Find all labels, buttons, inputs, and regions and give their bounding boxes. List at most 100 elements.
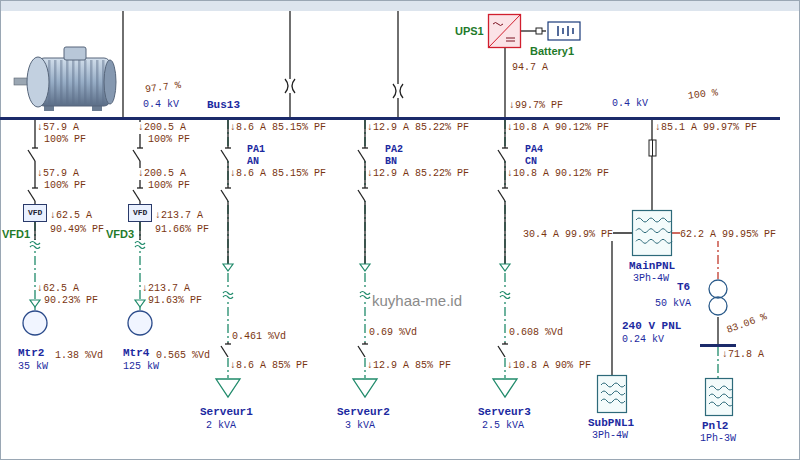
flow-value: ↓99.7% PF: [509, 100, 563, 112]
panel-winding: [709, 386, 733, 390]
cable-symbol: [500, 292, 510, 299]
flow-value: 30.4 A 99.9% PF: [523, 229, 613, 241]
node-label: Mtr4: [123, 347, 149, 360]
switch-contact: [502, 187, 508, 188]
node-label: 2 kVA: [206, 420, 236, 432]
switch-contact: [137, 187, 143, 188]
switch-gap: [224, 146, 232, 161]
device-name: PA1: [247, 144, 265, 156]
flow-value: ↓12.9 A 85.22% PF: [367, 122, 469, 134]
node-label: MainPNL: [629, 260, 675, 273]
load-triangle: [493, 379, 517, 397]
flow-value: ↓10.8 A 90.12% PF: [507, 168, 609, 180]
node-label: Serveur1: [200, 406, 253, 419]
transformer-symbol-outline: [704, 279, 732, 317]
motor-circle: [128, 311, 152, 335]
vfd-box: VFDVFD1: [23, 204, 47, 222]
switch-gap: [501, 342, 509, 357]
panel-box: [633, 211, 672, 256]
flow-value: ↓85.1 A 99.97% PF: [655, 122, 757, 134]
switch-contact: [362, 187, 368, 188]
flow-value: 0.69 %Vd: [369, 327, 417, 339]
node-label: VFD1: [2, 228, 30, 241]
ups-box: UPS1: [488, 14, 521, 48]
panel-box: MainPNL3Ph-4W: [632, 210, 672, 256]
flow-value: 0.565 %Vd: [156, 350, 210, 362]
transformer-symbol: T650 kVA: [704, 279, 732, 317]
bus-bar: 97.7 %0.4 kVBus130.4 kV100 %: [0, 117, 780, 120]
static-load: Serveur12 kVA: [215, 378, 241, 398]
switch-blade: [221, 190, 228, 201]
panel-box: [598, 376, 627, 413]
node-label: VFD: [133, 208, 147, 218]
switch-contact: [225, 147, 231, 148]
node-label: 50 kVA: [655, 298, 691, 310]
node-label: 100 %: [687, 87, 718, 103]
node-label: Pnl2: [702, 420, 728, 433]
motor-circle: Mtr4125 kW: [127, 310, 153, 336]
ups-divider: [489, 15, 520, 47]
flow-value: 90.23% PF: [44, 295, 98, 307]
transformer-winding: [709, 297, 727, 315]
window-title-bar: [0, 0, 800, 11]
switch-contact: [362, 343, 368, 344]
switch-gap: [136, 146, 144, 161]
flow-value: ↓62.5 A: [50, 210, 92, 222]
ups-box: [489, 15, 521, 48]
flow-value: 91.63% PF: [148, 295, 202, 307]
switch-blade: [221, 150, 228, 161]
bus-bar-line: [0, 117, 780, 120]
cable-symbol: [135, 242, 145, 249]
device-name: PA2: [385, 144, 403, 156]
switch-gap: [224, 186, 232, 201]
switch-gap: [501, 186, 509, 201]
switch-gap: [224, 342, 232, 357]
switch-contact: [502, 147, 508, 148]
flow-value: ↓200.5 A: [138, 168, 186, 180]
switch-blade: [133, 150, 140, 161]
switch-contact: [225, 343, 231, 344]
cable-gap: [30, 240, 40, 250]
node-label: UPS1: [455, 25, 484, 38]
node-label: Bus13: [207, 99, 240, 112]
panel-winding: [709, 402, 733, 406]
vfd-box: [129, 205, 152, 222]
switch-blade: [498, 190, 505, 201]
node-label: VFD: [28, 208, 42, 218]
node-label: 97.7 %: [144, 80, 181, 96]
cable-termination: [223, 264, 233, 271]
protective-device-symbols: [28, 146, 510, 357]
motor-circle-outline: [22, 310, 48, 336]
load-triangle: [216, 379, 240, 397]
battery-symbol: Battery1: [546, 19, 582, 43]
panel-box-outline: [632, 210, 672, 256]
flow-value: ↓71.8 A: [722, 349, 764, 361]
flow-value: 90.49% PF: [50, 224, 104, 236]
cable-gap: [360, 290, 370, 300]
switch-gap: [361, 186, 369, 201]
motor-circle: [23, 311, 47, 335]
static-load-outline: [352, 378, 378, 398]
panel-winding: [636, 229, 672, 233]
battery-symbol: [548, 22, 580, 40]
node-label: VFD3: [106, 228, 134, 241]
panel-box: Pnl21Ph-3W: [705, 378, 733, 416]
panel-box-outline: [597, 375, 627, 413]
wire-connector: [717, 317, 718, 344]
node-label: 0.4 kV: [612, 98, 648, 110]
node-label: 83.06 %: [725, 311, 769, 337]
motor-circle: Mtr235 kW: [22, 310, 48, 336]
flow-value: 100% PF: [44, 180, 86, 192]
switch-contact: [362, 147, 368, 148]
cable-symbol: [360, 292, 370, 299]
cable-termination: [30, 300, 40, 307]
switch-gap: [361, 342, 369, 357]
flow-value: 91.66% PF: [155, 224, 209, 236]
cable-termination: [360, 264, 370, 271]
cable-gap: [500, 290, 510, 300]
flow-value: ↓12.9 A 85% PF: [367, 360, 451, 372]
cable-symbol: [223, 292, 233, 299]
vfd-box: [24, 205, 47, 222]
panel-box: [706, 379, 733, 416]
flow-value: ↓200.5 A: [138, 122, 186, 134]
